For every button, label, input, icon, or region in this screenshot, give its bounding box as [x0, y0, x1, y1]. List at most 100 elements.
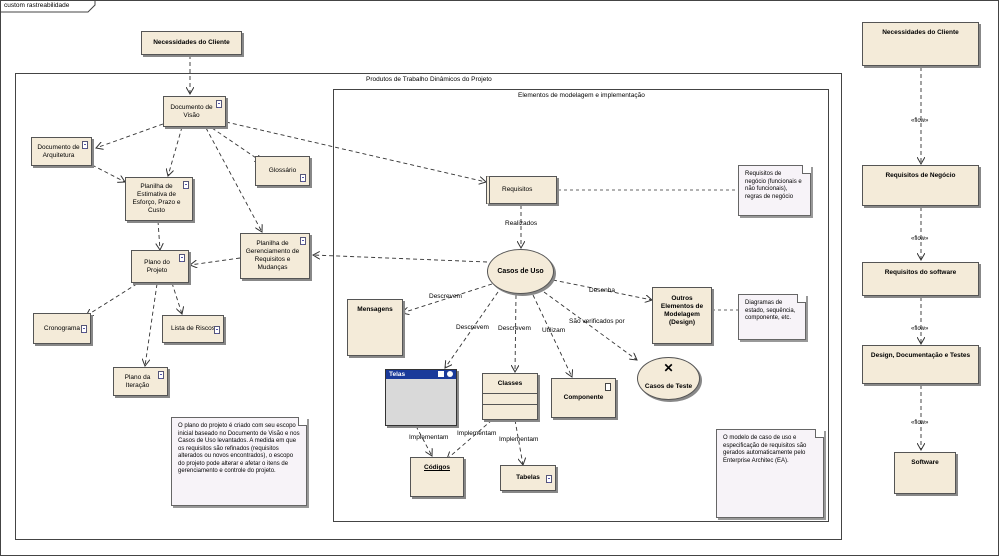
component-icon — [605, 383, 611, 391]
node-planilha-estimativa-label: Planilha de Estimativa de Esforço, Prazo… — [132, 183, 181, 214]
note-diagramas: Diagramas de estado, sequência, componen… — [738, 294, 806, 340]
note-fold — [797, 294, 806, 303]
node-doc-visao[interactable]: Documento de Visão — [163, 96, 226, 127]
document-icon — [300, 174, 306, 182]
edge-arq-estimativa — [91, 164, 125, 182]
document-icon — [81, 325, 87, 333]
node-lista-riscos[interactable]: Lista de Riscos — [162, 315, 224, 343]
node-cronograma[interactable]: Cronograma — [33, 313, 91, 344]
node-doc-arq-label: Documento de Arquitetura — [37, 143, 80, 159]
note-req-negocio-text: Requisitos de negócio (funcionais e não … — [745, 171, 802, 200]
table-icon — [546, 475, 552, 483]
edge-casos-ger — [313, 255, 488, 263]
edge-visao-glossario — [211, 127, 262, 162]
edge-ger-plano — [190, 257, 241, 265]
node-cronograma-label: Cronograma — [43, 324, 81, 332]
node-telas[interactable]: Telas — [385, 369, 457, 426]
edge-telas-codigos — [415, 425, 432, 456]
document-icon — [214, 326, 220, 334]
node-classes[interactable]: Classes — [482, 373, 538, 420]
node-casos-uso[interactable]: Casos de Uso — [487, 249, 554, 294]
node-plano-iteracao[interactable]: Plano da Iteração — [113, 367, 168, 396]
edge-visao-estimativa — [168, 126, 183, 176]
note-plano-text: O plano do projeto é criado com seu esco… — [178, 423, 300, 474]
x-icon: ✕ — [663, 361, 674, 375]
node-outros[interactable]: Outros Elementos de Modelagem (Design) — [652, 287, 712, 344]
edge-visao-requisitos — [225, 121, 486, 182]
node-tabelas[interactable]: Tabelas — [500, 465, 556, 491]
note-diagramas-text: Diagramas de estado, sequência, componen… — [745, 300, 796, 321]
node-requisitos[interactable]: Requisitos — [486, 176, 557, 204]
minimize-icon — [438, 371, 444, 377]
node-r-req-software[interactable]: Requisitos do software — [862, 262, 979, 296]
telas-title: Telas — [389, 371, 406, 378]
node-plano-projeto[interactable]: Plano do Projeto — [131, 250, 189, 283]
node-plano-iteracao-label: Plano da Iteração — [124, 373, 151, 389]
label-descrevem-classes: Descrevem — [498, 325, 531, 332]
document-icon — [216, 100, 222, 108]
tab-outline — [0, 0, 96, 13]
diagram-tab-title: custom rastreabilidade — [4, 2, 70, 9]
label-flow-4: «flow» — [911, 420, 929, 426]
edge-casos-componente — [532, 294, 572, 377]
label-desenha: Desenha — [589, 287, 616, 294]
note-plano: O plano do projeto é criado com seu esco… — [171, 417, 307, 506]
edge-plano-cronograma — [86, 279, 144, 316]
models-frame-title: Elementos de modelagem e implementação — [518, 92, 645, 99]
classes-divider — [483, 404, 537, 405]
node-r-necessidades[interactable]: Necessidades do Cliente — [862, 22, 979, 66]
node-mensagens[interactable]: Mensagens — [347, 299, 403, 356]
node-tabelas-label: Tabelas — [516, 474, 540, 481]
node-classes-label: Classes — [497, 380, 523, 387]
node-r-software[interactable]: Software — [894, 452, 956, 494]
note-fold — [802, 165, 811, 174]
edge-visao-arq — [96, 123, 164, 148]
document-icon — [158, 371, 164, 379]
edge-classes-codigos — [447, 419, 493, 459]
edge-visao-ger — [205, 127, 262, 232]
label-flow-3: «flow» — [911, 326, 929, 332]
note-modelo-text: O modelo de caso de uso e especificação … — [723, 435, 807, 464]
label-implementam-classes: Implementam — [457, 430, 497, 437]
edge-casos-telas — [445, 291, 499, 368]
edge-classes-tabelas — [514, 419, 523, 465]
document-icon — [300, 237, 306, 245]
node-planilha-ger[interactable]: Planilha de Gerenciamento de Requisitos … — [240, 233, 310, 279]
node-lista-riscos-label: Lista de Riscos — [170, 325, 216, 332]
node-necessidades[interactable]: Necessidades do Cliente — [141, 31, 242, 55]
products-frame-title: Produtos de Trabalho Dinâmicos do Projet… — [366, 76, 492, 83]
node-planilha-estimativa[interactable]: Planilha de Estimativa de Esforço, Prazo… — [125, 177, 193, 221]
node-doc-arq[interactable]: Documento de Arquitetura — [31, 137, 92, 166]
edge-casos-outros — [552, 279, 652, 300]
edge-estimativa-plano — [158, 220, 160, 250]
node-plano-projeto-label: Plano do Projeto — [144, 258, 170, 274]
note-fold — [815, 429, 824, 438]
note-modelo: O modelo de caso de uso e especificação … — [716, 429, 824, 518]
edge-casos-teste — [543, 291, 637, 360]
node-glossario-label: Glossário — [268, 167, 297, 174]
telas-titlebar: Telas — [386, 370, 456, 379]
note-req-negocio: Requisitos de negócio (funcionais e não … — [738, 165, 811, 216]
node-r-req-negocio[interactable]: Requisitos de Negócio — [862, 165, 979, 206]
classes-divider — [483, 393, 537, 394]
label-implementam-tabelas: Implementam — [499, 436, 539, 443]
edge-plano-riscos — [171, 282, 182, 314]
node-r-design[interactable]: Design, Documentação e Testes — [862, 345, 979, 384]
node-planilha-ger-label: Planilha de Gerenciamento de Requisitos … — [245, 240, 300, 271]
label-flow-2: «flow» — [911, 236, 929, 242]
document-icon — [82, 141, 88, 149]
node-componente[interactable]: Componente — [551, 378, 616, 418]
node-codigos[interactable]: Códigos — [410, 457, 464, 497]
label-verificados: São verificados por — [569, 318, 625, 325]
label-realizados: Realizados — [505, 220, 538, 227]
node-casos-teste-label: Casos de Teste — [644, 383, 693, 390]
label-implementam-telas: Implementam — [409, 434, 449, 441]
label-descrevem-mensagens: Descrevem — [429, 293, 462, 300]
close-icon — [447, 371, 453, 377]
label-descrevem-telas: Descrevem — [456, 324, 489, 331]
node-glossario[interactable]: Glossário — [255, 156, 310, 186]
node-casos-teste[interactable]: Casos de Teste ✕ — [637, 357, 700, 400]
label-flow-1: «flow» — [911, 118, 929, 124]
note-fold — [298, 417, 307, 426]
